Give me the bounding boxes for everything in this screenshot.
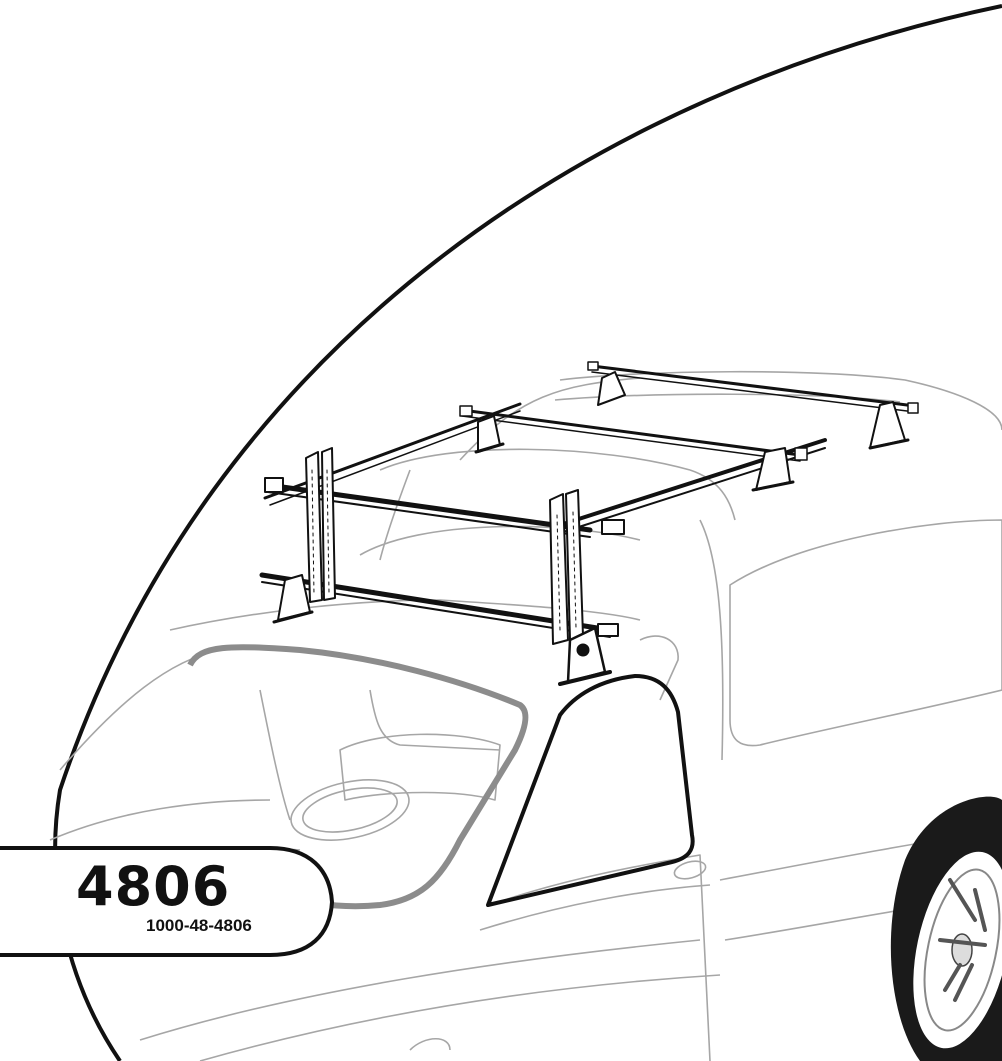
left-upright: [305, 451, 323, 603]
door-window-seal: [486, 674, 695, 907]
right-upright: [549, 493, 569, 645]
middle-crossbar: [460, 408, 802, 457]
model-label: 4806 1000-48-4806: [0, 846, 335, 957]
roof-rack: [259, 361, 919, 686]
topper-side-window: [729, 519, 1002, 747]
model-number: 4806: [76, 855, 230, 918]
rear-crossbar: [590, 364, 917, 408]
windshield-seal: [187, 644, 529, 910]
rear-wheel: [890, 796, 1002, 1061]
door-handle: [673, 860, 707, 880]
pickup-truck: [49, 370, 1002, 1061]
part-number: 1000-48-4806: [146, 916, 252, 935]
